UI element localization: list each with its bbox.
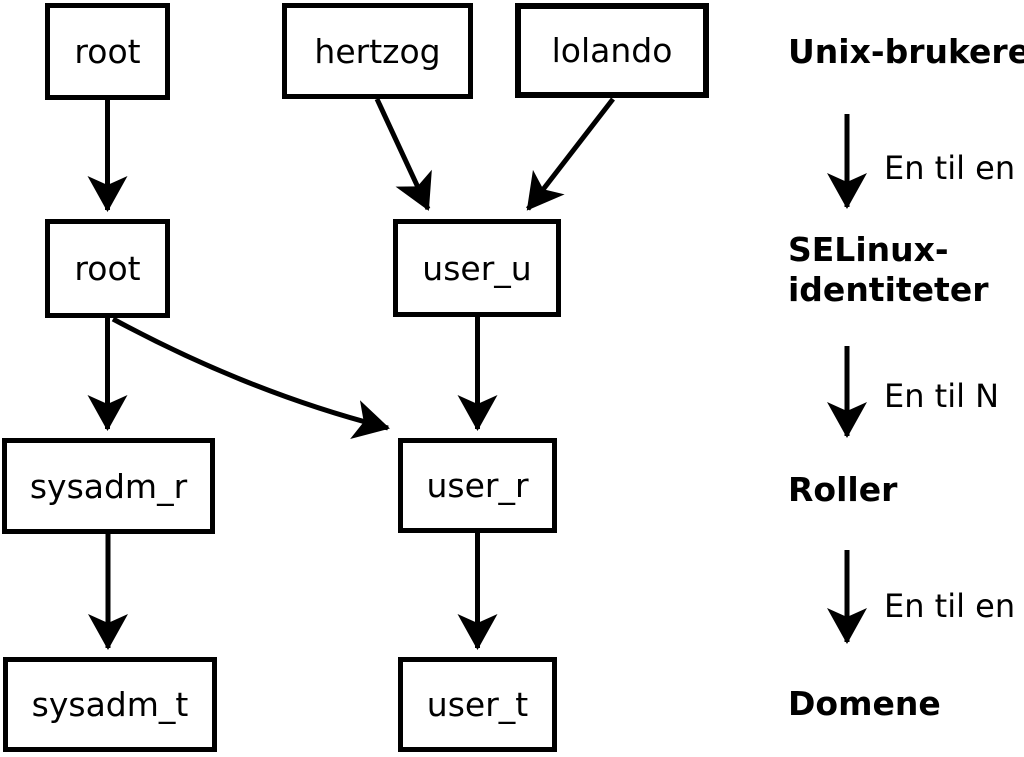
legend-level-unix-users: Unix-brukere [788,32,1024,71]
node-domain-user-t: user_t [398,657,557,752]
node-label: lolando [551,31,673,70]
node-label: sysadm_r [29,466,188,506]
node-label: root [74,249,141,288]
node-role-user-r: user_r [398,438,557,533]
node-label: user_r [426,466,529,505]
node-label: user_u [422,248,532,288]
node-label: user_t [426,685,529,724]
node-unix-user-hertzog: hertzog [282,3,473,99]
node-domain-sysadm-t: sysadm_t [3,657,217,752]
node-label: hertzog [314,31,441,71]
node-label: root [74,32,141,71]
legend-cardinality-one-to-n: En til N [884,377,1000,415]
legend-cardinality-one-to-one-1: En til en [884,149,1016,187]
node-unix-user-lolando: lolando [515,3,709,98]
legend-selinux-line1: SELinux- [788,230,949,269]
node-label: sysadm_t [31,685,189,724]
node-role-sysadm-r: sysadm_r [2,438,215,534]
legend-level-domains: Domene [788,684,941,723]
legend-level-roles: Roller [788,470,898,509]
edge-hertzog-to-useru-arrow [374,97,432,211]
node-unix-user-root: root [45,3,170,100]
legend-cardinality-one-to-one-2: En til en [884,587,1016,625]
legend-selinux-line2: identiteter [788,270,989,309]
node-selinux-identity-user-u: user_u [393,219,561,317]
node-selinux-identity-root: root [45,219,170,318]
edge-lolando-to-useru-arrow [526,97,615,211]
legend-level-selinux-identities: SELinux- identiteter [788,230,988,310]
edge-selinuxroot-to-userr-arrow [111,316,390,440]
